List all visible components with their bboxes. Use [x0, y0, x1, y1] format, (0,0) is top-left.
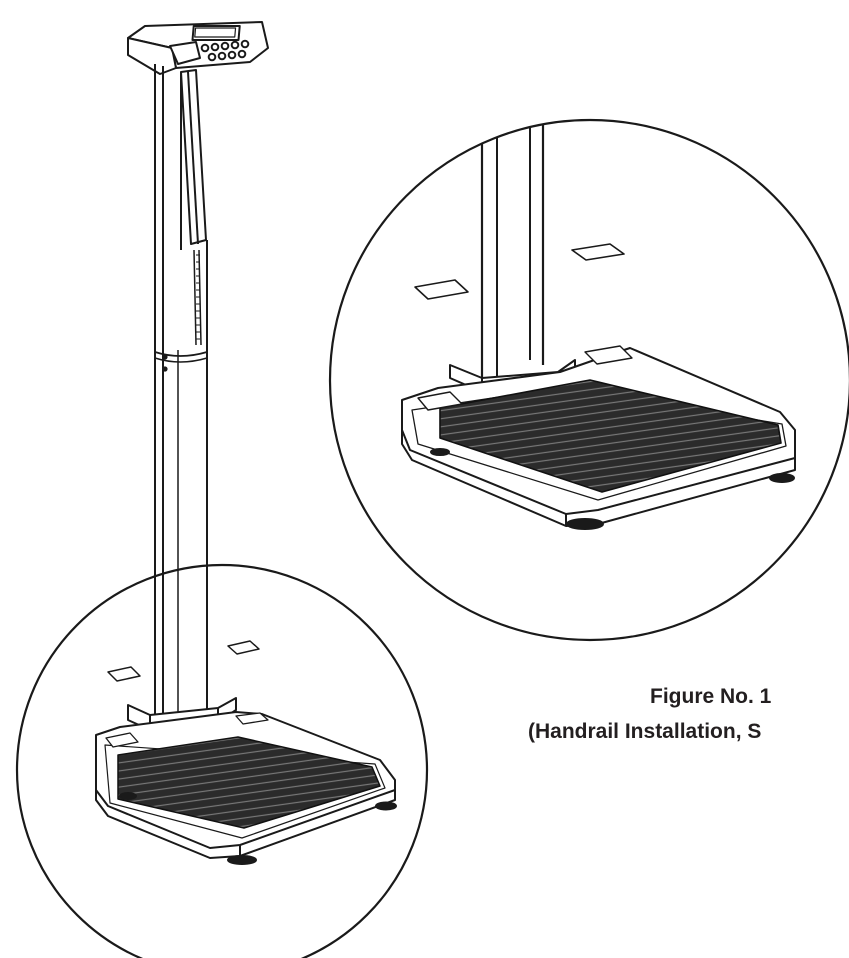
- handrail-bracket-icon: [414, 279, 469, 300]
- detail-magnified: [401, 120, 796, 530]
- detail-circle-upper: [328, 118, 849, 642]
- display-head-icon: [127, 21, 269, 75]
- figure-subtitle: (Handrail Installation, S: [528, 720, 762, 743]
- scale-column-icon: [154, 64, 208, 740]
- platform-icon: [95, 640, 397, 865]
- handrail-bracket-icon: [107, 666, 141, 682]
- detail-circle-lower: [15, 563, 429, 958]
- handrail-bracket-icon: [571, 243, 625, 261]
- handrail-bracket-icon: [227, 640, 260, 655]
- height-rod: [180, 69, 207, 346]
- figure-title: Figure No. 1: [650, 685, 772, 708]
